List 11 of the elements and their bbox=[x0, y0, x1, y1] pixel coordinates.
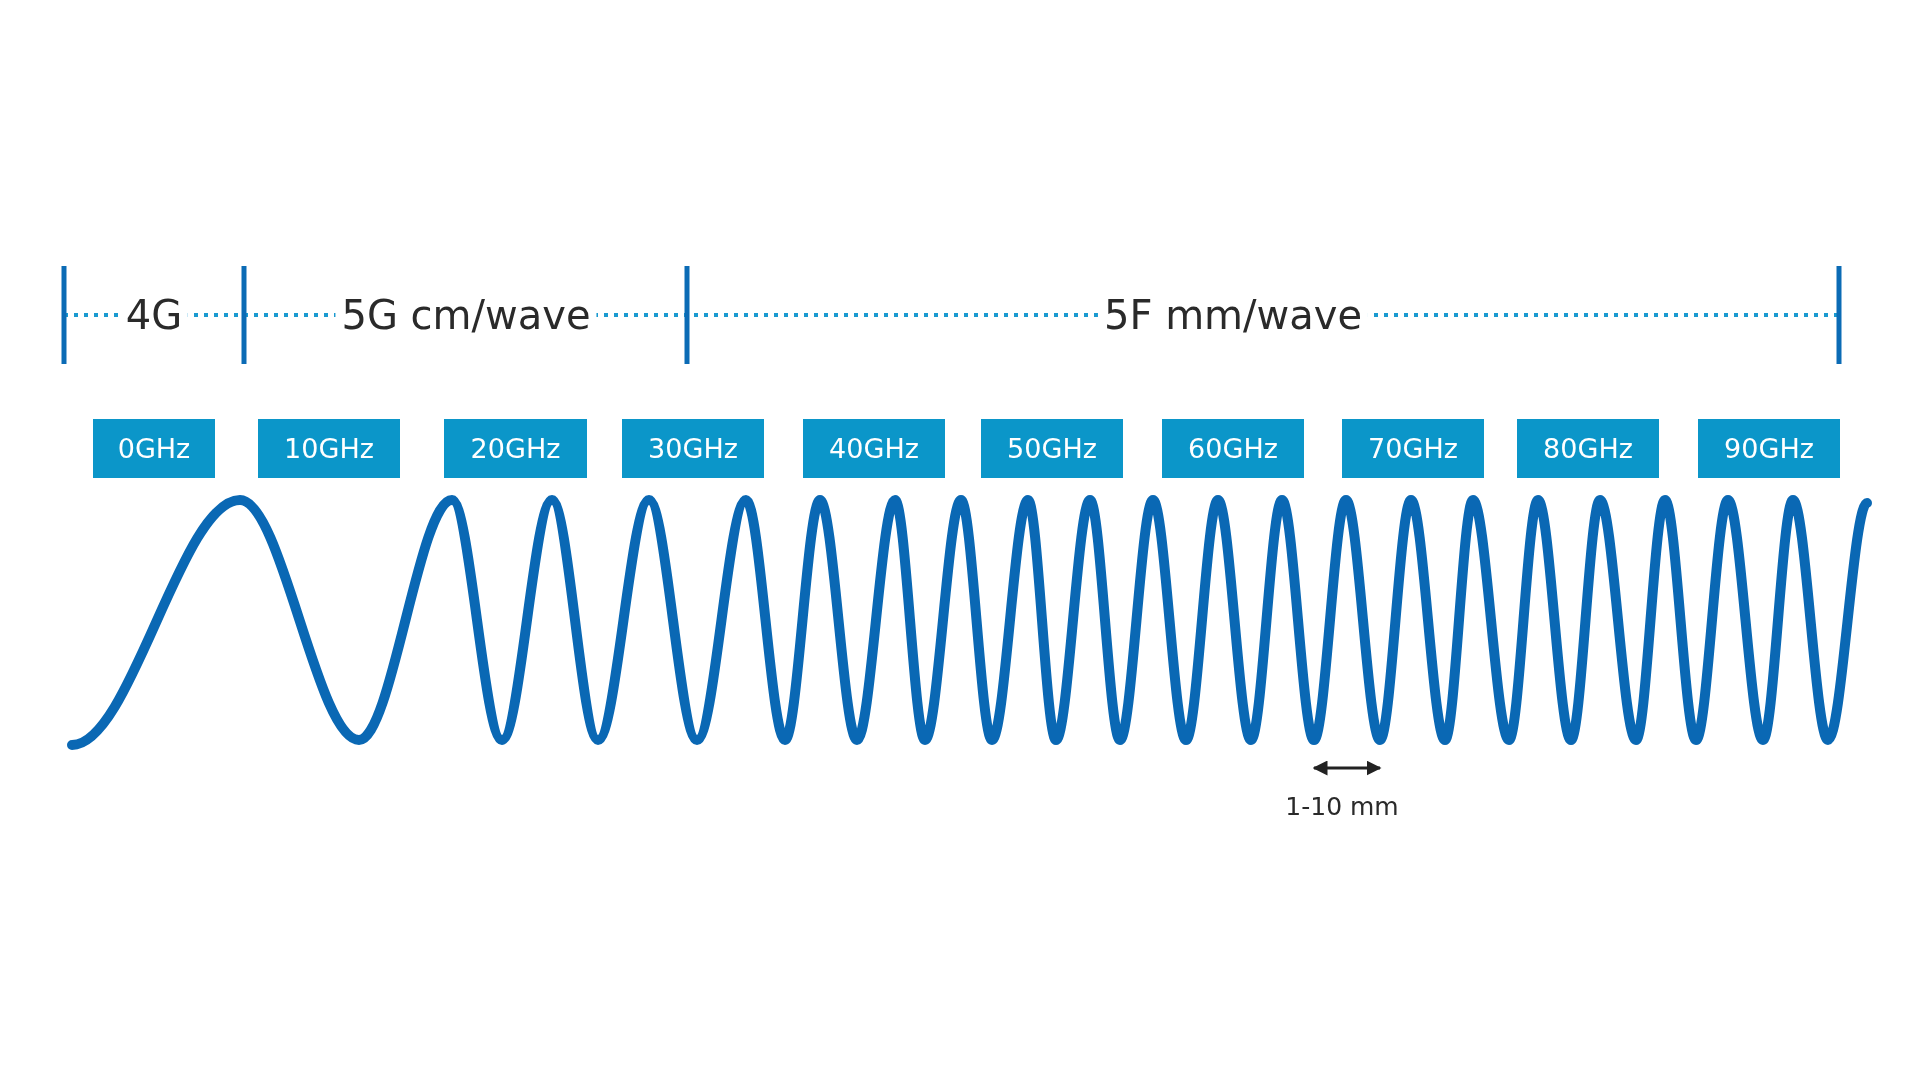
frequency-label: 80GHz bbox=[1517, 419, 1659, 478]
dimension-label: 1-10 mm bbox=[1285, 792, 1399, 821]
frequency-label: 60GHz bbox=[1162, 419, 1304, 478]
frequency-label: 40GHz bbox=[803, 419, 945, 478]
frequency-label: 20GHz bbox=[444, 419, 587, 478]
frequency-label: 90GHz bbox=[1698, 419, 1840, 478]
frequency-label: 50GHz bbox=[981, 419, 1123, 478]
frequency-label: 70GHz bbox=[1342, 419, 1484, 478]
frequency-label: 30GHz bbox=[622, 419, 764, 478]
frequency-label: 0GHz bbox=[93, 419, 215, 478]
frequency-label: 10GHz bbox=[258, 419, 400, 478]
